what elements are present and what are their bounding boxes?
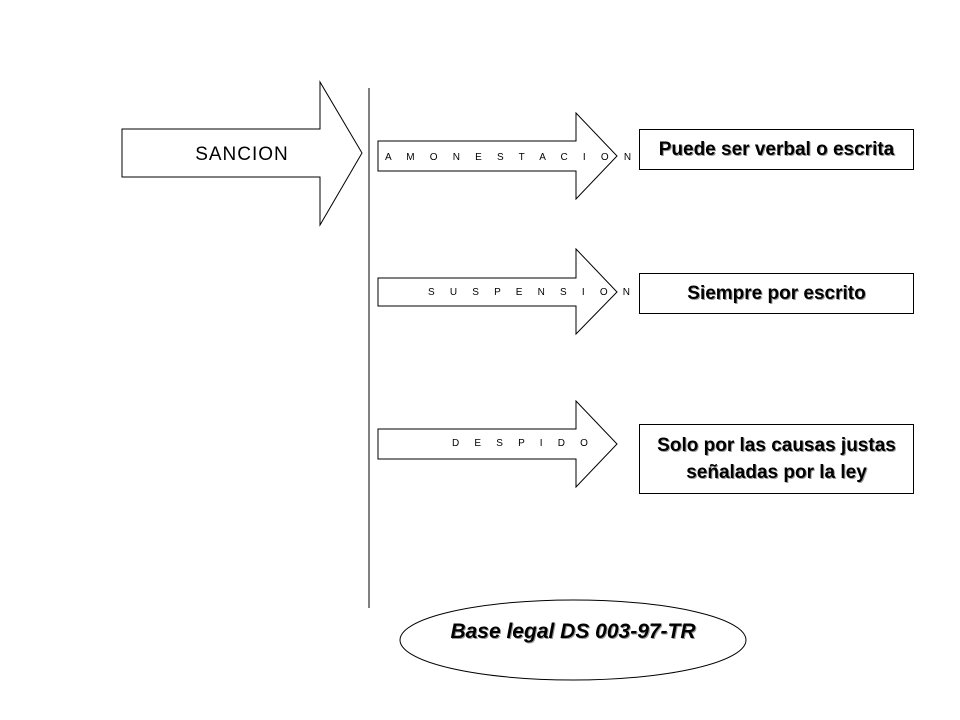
description-box-suspension: Siempre por escrito bbox=[639, 273, 914, 314]
branch-arrow-amonestacion bbox=[377, 111, 618, 201]
description-text-despido-line1: Solo por las causas justas bbox=[657, 435, 896, 456]
description-box-despido: Solo por las causas justas señaladas por… bbox=[639, 424, 914, 494]
branch-arrow-despido bbox=[377, 399, 618, 489]
legal-basis-oval bbox=[399, 599, 747, 681]
description-text-despido-line2: señaladas por la ley bbox=[686, 462, 867, 483]
description-box-amonestacion: Puede ser verbal o escrita bbox=[639, 129, 914, 170]
branch-arrow-suspension bbox=[377, 247, 618, 336]
branch-label-amonestacion: A M O N E S T A C I O N bbox=[385, 152, 637, 163]
main-arrow-shape bbox=[121, 80, 363, 227]
branch-label-despido: D E S P I D O bbox=[452, 438, 594, 449]
main-arrow-label: SANCION bbox=[195, 144, 289, 165]
description-text-amonestacion: Puede ser verbal o escrita bbox=[658, 139, 895, 160]
branch-label-suspension: S U S P E N S I O N bbox=[428, 287, 636, 298]
description-text-suspension: Siempre por escrito bbox=[687, 283, 866, 304]
legal-basis-text: Base legal DS 003-97-TR bbox=[450, 620, 696, 643]
